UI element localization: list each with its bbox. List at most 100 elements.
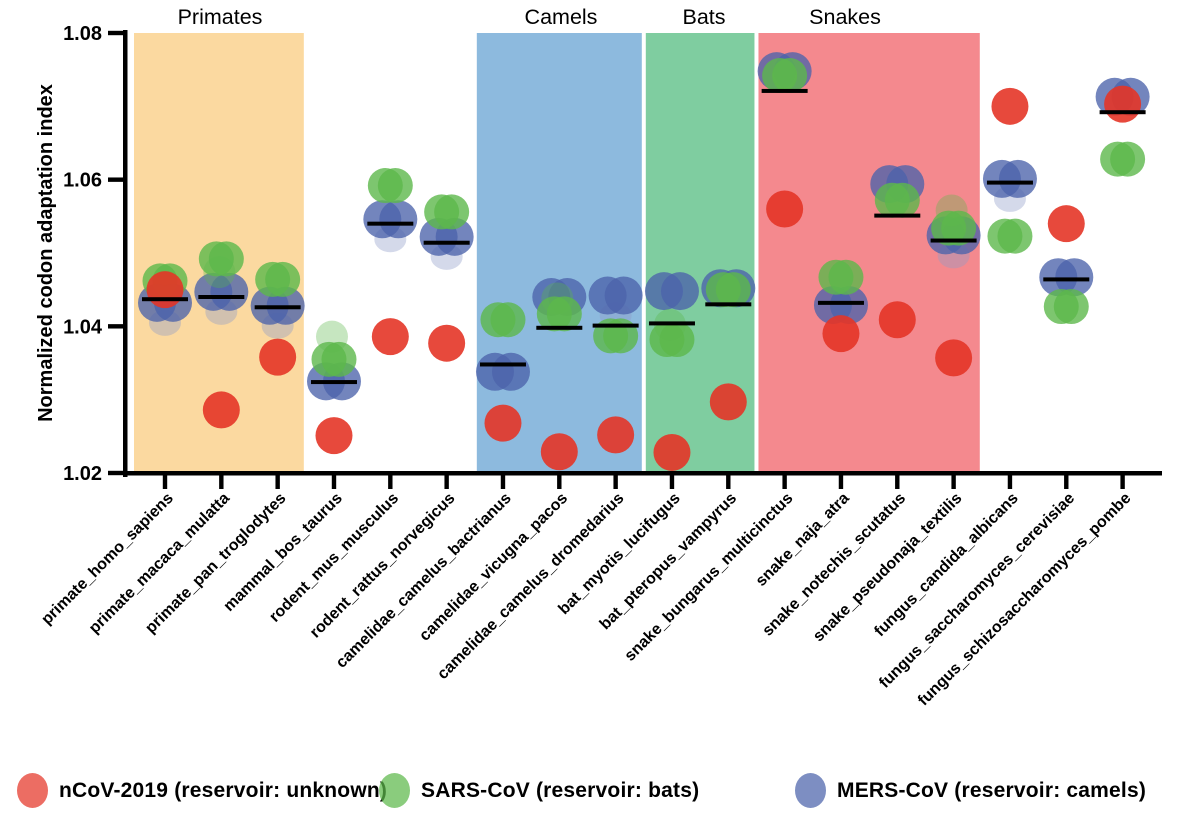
mers-legend-dot-icon (795, 773, 826, 808)
species-rodent_mus_musculus (363, 168, 418, 356)
y-axis-title: Normalized codon adaptation index (35, 84, 57, 422)
mean-line (198, 295, 245, 299)
x-axis-tick (838, 473, 844, 489)
species-snake_naja_atra (813, 259, 868, 353)
x-axis-tick (951, 473, 956, 489)
species-bat_pteropus_vampyrus (701, 269, 756, 421)
species-snake_pseudonaja_textilis (926, 194, 981, 377)
group-header-primates: Primates (178, 5, 263, 29)
x-tick-label-fungus_schizosaccharomyces_pombe: fungus_schizosaccharomyces_pombe (915, 490, 1135, 710)
x-axis-tick (1007, 473, 1013, 489)
x-axis-tick (444, 473, 449, 489)
legend-item-sars: SARS-CoV (reservoir: bats) (379, 766, 699, 815)
y-axis-tick (108, 324, 124, 329)
y-axis-line (123, 30, 128, 477)
mean-line (423, 240, 470, 245)
x-tick-label-fungus_saccharomyces_cerevisiae: fungus_saccharomyces_cerevisiae (876, 490, 1078, 692)
sars-point (1110, 141, 1146, 177)
sars-point (772, 58, 808, 94)
mean-line (761, 88, 808, 93)
x-axis-tick (219, 473, 224, 489)
species-camelidae_camelus_dromedarius (588, 276, 643, 454)
ncov-point (991, 87, 1029, 125)
mean-line (310, 380, 357, 385)
ncov-point (935, 339, 973, 377)
x-axis-tick (726, 473, 731, 489)
mers-point (829, 286, 868, 325)
x-axis-tick (275, 473, 280, 489)
ncov-point (1047, 205, 1085, 243)
species-fungus_schizosaccharomyces_pombe (1095, 77, 1150, 177)
species-snake_notechis_scutatus (870, 165, 925, 339)
mers-point (660, 272, 699, 311)
ncov-point (202, 391, 240, 429)
x-axis-tick (500, 473, 506, 489)
group-band-camels (476, 33, 642, 473)
ncov-point (484, 404, 522, 442)
legend-item-mers: MERS-CoV (reservoir: camels) (795, 766, 1146, 815)
species-fungus_candida_albicans (982, 87, 1037, 254)
mers-point (210, 272, 249, 311)
x-tick-label-snake_naja_atra: snake_naja_atra (753, 490, 853, 590)
sars-point (941, 210, 977, 246)
mean-line (1099, 110, 1146, 115)
mean-line (1043, 277, 1090, 282)
sars-point (828, 259, 864, 295)
mean-line (986, 180, 1033, 185)
sars-point (1053, 289, 1089, 325)
group-header-bats: Bats (682, 5, 725, 29)
sars-point (321, 341, 357, 377)
sars-legend-dot-icon (379, 773, 410, 808)
legend: nCoV-2019 (reservoir: unknown) SARS-CoV … (0, 766, 1200, 815)
ncov-point (597, 416, 635, 454)
legend-label-mers: MERS-CoV (reservoir: camels) (837, 778, 1147, 802)
species-primate_pan_troglodytes (250, 261, 305, 376)
ncov-point (878, 301, 916, 339)
ncov-point (709, 383, 747, 421)
mers-point (604, 276, 643, 315)
sars-point (265, 261, 301, 297)
mean-line (930, 238, 977, 243)
sars-point (997, 218, 1033, 254)
ncov-point (766, 190, 804, 228)
mean-line (536, 325, 583, 330)
mers-point (1055, 258, 1094, 297)
ncov-point (1104, 85, 1142, 123)
mean-line (817, 300, 864, 305)
x-axis-tick (331, 473, 337, 489)
species-rodent_rattus_norvegicus (419, 194, 474, 362)
y-axis-tick (108, 470, 124, 476)
mers-point (998, 159, 1037, 198)
mean-line (874, 213, 921, 218)
mean-line (254, 305, 301, 310)
mean-line (142, 297, 188, 302)
mean-line (367, 221, 414, 226)
x-axis-tick (613, 473, 618, 489)
ncov-point (653, 433, 691, 471)
species-fungus_saccharomyces_cerevisiae (1039, 205, 1094, 325)
mean-line (592, 323, 639, 328)
mean-line (479, 362, 526, 367)
ncov-legend-dot-icon (17, 773, 48, 808)
group-header-camels: Camels (525, 5, 598, 29)
mean-line (648, 321, 695, 326)
x-axis-tick (895, 473, 900, 489)
ncov-point (146, 271, 184, 309)
y-tick-label: 1.02 (63, 463, 102, 485)
x-axis-tick (388, 473, 393, 489)
sars-point (546, 296, 582, 332)
species-primate_homo_sapiens (138, 263, 192, 336)
sars-point (884, 182, 920, 218)
x-axis-tick (1064, 473, 1069, 489)
x-axis-tick (557, 473, 562, 489)
ncov-point (540, 433, 578, 471)
x-axis-tick (162, 473, 168, 489)
sars-point (208, 241, 244, 277)
species-camelidae_vicugna_pacos (532, 278, 587, 471)
legend-item-ncov: nCoV-2019 (reservoir: unknown) (17, 766, 387, 815)
y-tick-label: 1.08 (63, 23, 102, 45)
y-tick-label: 1.04 (63, 316, 103, 338)
x-axis-tick (782, 473, 787, 489)
